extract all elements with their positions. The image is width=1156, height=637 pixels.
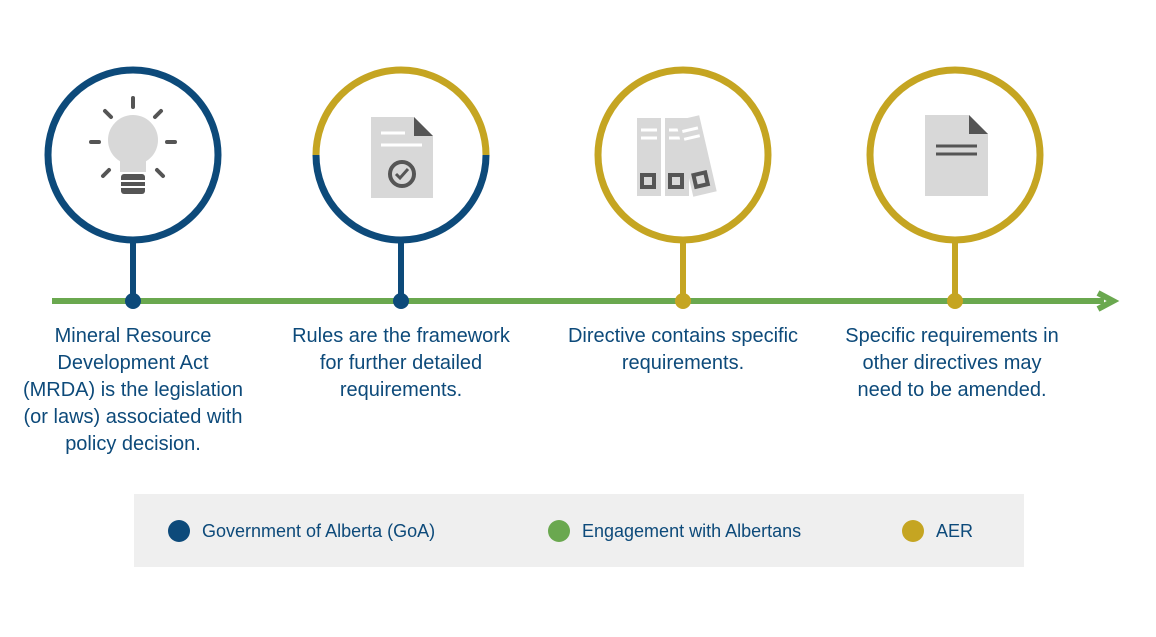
document-icon — [925, 115, 988, 196]
legend-item-goa: Government of Alberta (GoA) — [168, 518, 435, 544]
step-2-ring-top — [312, 66, 490, 156]
step-2-text: Rules are the framework for further deta… — [292, 325, 510, 401]
engagement-dot-icon — [548, 520, 570, 542]
legend-item-engagement: Engagement with Albertans — [548, 518, 801, 544]
step-1-text: Mineral Resource Development Act (MRDA) … — [22, 325, 244, 455]
legend-label-aer: AER — [936, 520, 974, 541]
step-1-pin — [125, 293, 141, 309]
step-1 — [44, 66, 222, 309]
step-2 — [312, 66, 490, 309]
legend-label-engagement: Engagement with Albertans — [582, 520, 802, 541]
step-4-pin — [947, 293, 963, 309]
document-check-icon — [371, 117, 433, 198]
step-3-pin — [675, 293, 691, 309]
step-3 — [594, 66, 772, 309]
binders-icon — [637, 115, 717, 197]
step-2-pin — [393, 293, 409, 309]
timeline-arrowhead — [1096, 290, 1120, 312]
lightbulb-icon — [89, 96, 177, 194]
step-2-ring-bottom — [312, 154, 490, 244]
legend-item-aer: AER — [902, 518, 973, 544]
step-4-text: Specific requirements in other directive… — [845, 325, 1059, 401]
legend: Government of Alberta (GoA) Engagement w… — [134, 494, 1024, 567]
aer-dot-icon — [902, 520, 924, 542]
step-3-text: Directive contains specific requirements… — [567, 325, 799, 374]
goa-dot-icon — [168, 520, 190, 542]
step-4 — [866, 66, 1044, 309]
legend-label-goa: Government of Alberta (GoA) — [202, 520, 436, 541]
